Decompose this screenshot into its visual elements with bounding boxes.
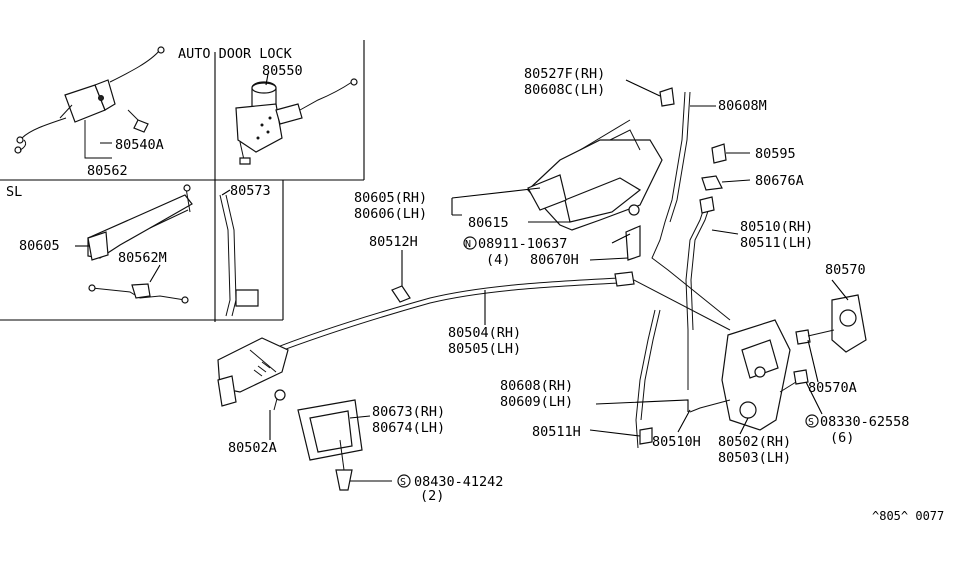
sl-handle-drawing [87, 184, 193, 304]
lock-motor-drawing [235, 78, 358, 165]
nut-symbol-letter: N [465, 239, 471, 250]
label-80505: 80505(LH) [448, 341, 521, 357]
label-80562: 80562 [87, 163, 128, 179]
screw-symbol-icon [805, 414, 819, 428]
inset-frames [0, 40, 365, 322]
inside-handle-bracket-drawing [217, 337, 289, 411]
screw-symbol-letter: S [808, 417, 814, 428]
label-80510H: 80510H [652, 434, 701, 450]
part-labels: AUTO DOOR LOCK 80550 80540A 80562 SL 805… [6, 46, 944, 523]
label-80674: 80674(LH) [372, 420, 445, 436]
label-80510: 80510(RH) [740, 219, 813, 235]
nut-symbol-icon [463, 236, 477, 250]
label-80608M: 80608M [718, 98, 767, 114]
label-80573: 80573 [230, 183, 271, 199]
label-80595: 80595 [755, 146, 796, 162]
label-08330-62558: 08330-62558 [820, 414, 909, 430]
label-80527F: 80527F(RH) [524, 66, 605, 82]
outside-handle-drawing [527, 119, 663, 261]
label-80605-sl: 80605 [19, 238, 60, 254]
rods-drawing [635, 87, 731, 449]
door-cable-drawing [269, 271, 731, 356]
door-lock-actuator-drawing [14, 46, 165, 159]
screw-symbol-letter-2: S [400, 477, 406, 488]
label-80502A: 80502A [228, 440, 277, 456]
label-80512H: 80512H [369, 234, 418, 250]
label-80504: 80504(RH) [448, 325, 521, 341]
label-08330-qty: (6) [830, 430, 854, 446]
label-08430-41242: 08430-41242 [414, 474, 503, 490]
escutcheon-drawing [297, 399, 363, 491]
label-08911-10637: 08911-10637 [478, 236, 567, 252]
label-80609: 80609(LH) [500, 394, 573, 410]
label-80511: 80511(LH) [740, 235, 813, 251]
door-lock-drawing [689, 319, 791, 431]
clips-drawing [701, 143, 727, 191]
label-08911-qty: (4) [486, 252, 510, 268]
label-80502: 80502(RH) [718, 434, 791, 450]
label-80615: 80615 [468, 215, 509, 231]
label-80608: 80608(RH) [500, 378, 573, 394]
label-08430-qty: (2) [420, 488, 444, 504]
label-80608C: 80608C(LH) [524, 82, 605, 98]
label-80562M: 80562M [118, 250, 167, 266]
label-80503: 80503(LH) [718, 450, 791, 466]
striker-drawing [779, 294, 867, 393]
label-80511H: 80511H [532, 424, 581, 440]
label-80570A: 80570A [808, 380, 857, 396]
label-80673: 80673(RH) [372, 404, 445, 420]
section-auto-door-lock: AUTO DOOR LOCK [178, 46, 293, 62]
label-80550: 80550 [262, 63, 303, 79]
leader-lines [75, 73, 849, 482]
label-80670H: 80670H [530, 252, 579, 268]
label-80605: 80605(RH) [354, 190, 427, 206]
label-80570: 80570 [825, 262, 866, 278]
section-sl: SL [6, 184, 22, 200]
sl-rod-drawing [219, 194, 259, 317]
label-80606: 80606(LH) [354, 206, 427, 222]
screw-symbol-icon-2 [397, 474, 411, 488]
label-80676A: 80676A [755, 173, 804, 189]
label-80540A: 80540A [115, 137, 164, 153]
reference-code: ^805^ 0077 [872, 509, 944, 523]
